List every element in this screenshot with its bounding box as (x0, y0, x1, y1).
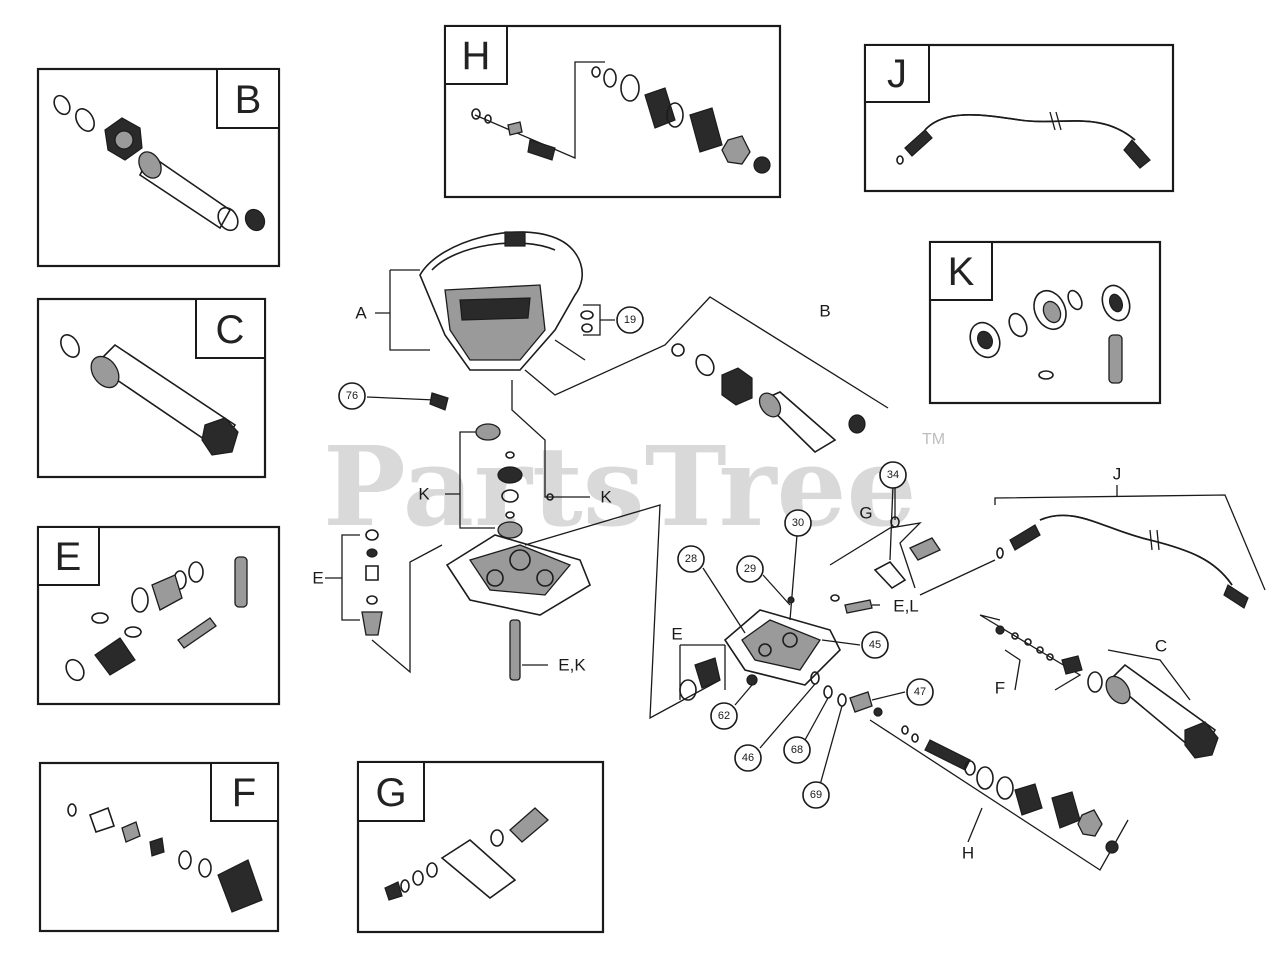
callout-34: 34 (879, 461, 907, 489)
kit-f-letter-box (210, 762, 279, 822)
callout-28-label: 28 (685, 553, 697, 565)
callout-45: 45 (861, 631, 889, 659)
callout-29-label: 29 (744, 563, 756, 575)
callout-76: 76 (338, 382, 366, 410)
callout-30: 30 (784, 509, 812, 537)
kit-j-letter-box (864, 44, 930, 103)
ref-label-j: J (1113, 465, 1122, 484)
callout-62-label: 62 (718, 710, 730, 722)
kit-k-letter: K (948, 250, 975, 294)
kit-b-letter: B (235, 78, 262, 122)
callout-19-label: 19 (624, 314, 636, 326)
ref-label-e-l: E,L (893, 597, 919, 616)
kit-k-parts (969, 284, 1131, 384)
kit-j-letter: J (887, 52, 907, 96)
callout-29: 29 (736, 555, 764, 583)
ref-label-e-left: E (312, 569, 323, 588)
callout-69-label: 69 (810, 789, 822, 801)
callout-69: 69 (802, 781, 830, 809)
watermark: PartsTree TM (323, 422, 945, 551)
callout-76-label: 76 (346, 390, 358, 402)
kit-k-letter-box (929, 241, 993, 301)
callout-19: 19 (616, 306, 644, 334)
ref-label-g: G (859, 504, 872, 523)
kit-f-parts (67, 803, 263, 913)
kit-c-letter-box (195, 298, 266, 359)
kit-h-letter-box (444, 25, 508, 85)
watermark-brand: PartsTree (323, 422, 917, 551)
kit-b-parts (53, 94, 266, 232)
kit-f-letter: F (232, 771, 256, 815)
kit-c-panel: C (36, 297, 267, 479)
kit-h-panel: H (443, 24, 782, 199)
callout-68-label: 68 (791, 744, 803, 756)
kit-b-letter-box (216, 68, 280, 129)
kit-e-parts (65, 556, 248, 682)
callout-68: 68 (783, 736, 811, 764)
callout-46-label: 46 (742, 752, 754, 764)
watermark-trademark: TM (922, 431, 945, 448)
kit-f-panel: F (38, 761, 280, 933)
kit-h-parts (471, 61, 771, 174)
kit-b-panel: B (36, 67, 281, 268)
kit-c-parts (60, 334, 239, 456)
callout-47: 47 (906, 678, 934, 706)
kit-e-panel: E (36, 525, 281, 706)
reference-labels: A B K K E E,K G E,L E J C F H (312, 302, 1167, 863)
kit-e-letter: E (55, 535, 82, 579)
kit-j-panel: J (863, 43, 1175, 193)
kit-k-panel: K (928, 240, 1162, 405)
kit-g-letter-box (357, 761, 425, 822)
kit-c-letter: C (216, 308, 245, 352)
kit-j-parts (896, 111, 1151, 169)
kit-e-letter-box (37, 526, 100, 586)
callout-47-label: 47 (914, 686, 926, 698)
ref-label-e-k: E,K (558, 656, 586, 675)
kit-h-letter: H (462, 34, 491, 78)
ref-label-h: H (962, 844, 974, 863)
callout-28: 28 (677, 545, 705, 573)
callout-45-label: 45 (869, 639, 881, 651)
ref-label-k-left: K (418, 485, 430, 504)
callout-30-label: 30 (792, 517, 804, 529)
kit-g-parts (384, 807, 549, 901)
callout-34-label: 34 (887, 469, 899, 481)
ref-label-a: A (355, 304, 367, 323)
ref-label-e-right: E (671, 625, 682, 644)
callout-46: 46 (734, 744, 762, 772)
kit-g-letter: G (375, 771, 406, 815)
ref-label-b: B (819, 302, 830, 321)
ref-label-f: F (995, 679, 1005, 698)
ref-label-c: C (1155, 637, 1167, 656)
right-manifold-assembly (679, 484, 1266, 871)
callout-62: 62 (710, 702, 738, 730)
kit-g-panel: G (356, 760, 605, 934)
ref-label-k-right: K (600, 488, 612, 507)
